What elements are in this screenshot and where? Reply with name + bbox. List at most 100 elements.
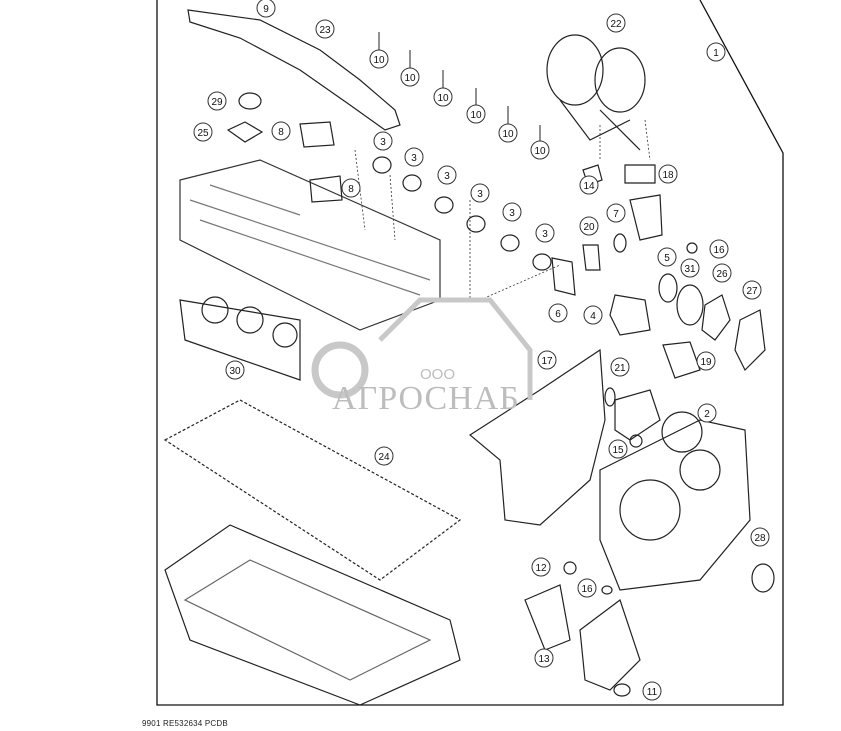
- callout-25: 25: [193, 122, 213, 142]
- callout-12: 12: [531, 557, 551, 577]
- callout-circle: [712, 263, 732, 283]
- callout-circle: [256, 0, 276, 18]
- callout-number: 19: [700, 357, 712, 368]
- callout-circle: [502, 202, 522, 222]
- callout-circle: [437, 165, 457, 185]
- callout-5: 5: [657, 247, 677, 267]
- callout-21: 21: [610, 357, 630, 377]
- callout-number: 5: [664, 253, 670, 264]
- callout-circle: [706, 42, 726, 62]
- callout-number: 10: [437, 93, 449, 104]
- callout-number: 26: [716, 269, 728, 280]
- callout-circle: [709, 239, 729, 259]
- callout-29: 29: [207, 91, 227, 111]
- callout-number: 9: [263, 4, 269, 15]
- callout-number: 22: [610, 19, 622, 30]
- callout-number: 8: [278, 127, 284, 138]
- gasket-8a: [299, 121, 335, 148]
- callout-number: 2: [704, 409, 710, 420]
- callout-number: 3: [380, 137, 386, 148]
- callout-10: 10: [369, 49, 389, 69]
- callout-4: 4: [583, 305, 603, 325]
- callout-19: 19: [696, 351, 716, 371]
- callout-8: 8: [341, 178, 361, 198]
- callout-circle: [577, 578, 597, 598]
- callout-circle: [433, 87, 453, 107]
- o-ring-29: [238, 92, 262, 110]
- callout-number: 30: [229, 366, 241, 377]
- callout-number: 21: [614, 363, 626, 374]
- callout-circle: [548, 303, 568, 323]
- callout-circle: [742, 280, 762, 300]
- callout-circle: [606, 13, 626, 33]
- callout-number: 17: [541, 356, 553, 367]
- callout-circle: [498, 123, 518, 143]
- callout-circle: [537, 350, 557, 370]
- callout-9: 9: [256, 0, 276, 18]
- callout-10: 10: [530, 140, 550, 160]
- callout-number: 10: [373, 55, 385, 66]
- callout-8: 8: [271, 121, 291, 141]
- callout-circle: [696, 351, 716, 371]
- gasket-4: [609, 294, 651, 336]
- callout-16: 16: [709, 239, 729, 259]
- callout-3: 3: [437, 165, 457, 185]
- callout-number: 3: [477, 189, 483, 200]
- callout-number: 23: [319, 25, 331, 36]
- callout-3: 3: [373, 131, 393, 151]
- callout-10: 10: [400, 67, 420, 87]
- callout-10: 10: [466, 104, 486, 124]
- callout-number: 29: [211, 97, 223, 108]
- head-gasket: [179, 296, 301, 381]
- callout-circle: [610, 357, 630, 377]
- callout-circle: [470, 183, 490, 203]
- callout-number: 4: [590, 311, 596, 322]
- thermostat-housing: [629, 194, 663, 241]
- leader-lines: [354, 119, 651, 301]
- callout-circle: [207, 91, 227, 111]
- watermark-prefix: ООО: [420, 366, 456, 383]
- callout-24: 24: [374, 446, 394, 466]
- callout-number: 18: [662, 170, 674, 181]
- callout-number: 7: [613, 209, 619, 220]
- callout-number: 3: [509, 208, 515, 219]
- callout-number: 11: [647, 687, 658, 698]
- callout-number: 6: [555, 309, 561, 320]
- callout-15: 15: [608, 439, 628, 459]
- callout-circle: [697, 403, 717, 423]
- callout-number: 16: [581, 584, 593, 595]
- callout-3: 3: [535, 223, 555, 243]
- callout-number: 3: [542, 229, 548, 240]
- callout-number: 3: [444, 171, 450, 182]
- frame: [156, 0, 784, 706]
- callout-circle: [400, 67, 420, 87]
- gasket-8b: [309, 175, 343, 203]
- callout-28: 28: [750, 527, 770, 547]
- callout-13: 13: [534, 648, 554, 668]
- callout-circle: [531, 557, 551, 577]
- callout-27: 27: [742, 280, 762, 300]
- callout-circle: [534, 648, 554, 668]
- callout-number: 27: [746, 286, 758, 297]
- callout-number: 20: [583, 222, 595, 233]
- callout-7: 7: [606, 203, 626, 223]
- callout-circle: [466, 104, 486, 124]
- parts: [163, 9, 775, 706]
- callout-1: 1: [706, 42, 726, 62]
- callout-number: 10: [502, 129, 514, 140]
- callout-circle: [369, 49, 389, 69]
- callout-30: 30: [225, 360, 245, 380]
- callout-circle: [373, 131, 393, 151]
- front-plate-gasket: [468, 348, 606, 526]
- callout-number: 15: [612, 445, 624, 456]
- callout-number: 12: [535, 563, 547, 574]
- callout-circle: [583, 305, 603, 325]
- drawing-caption: 9901 RE532634 PCDB: [142, 719, 228, 728]
- turbocharger: [546, 34, 646, 151]
- callout-number: 8: [348, 184, 354, 195]
- callout-circle: [579, 216, 599, 236]
- callout-number: 13: [538, 654, 550, 665]
- callout-11: 11: [642, 681, 662, 701]
- callout-circle: [657, 247, 677, 267]
